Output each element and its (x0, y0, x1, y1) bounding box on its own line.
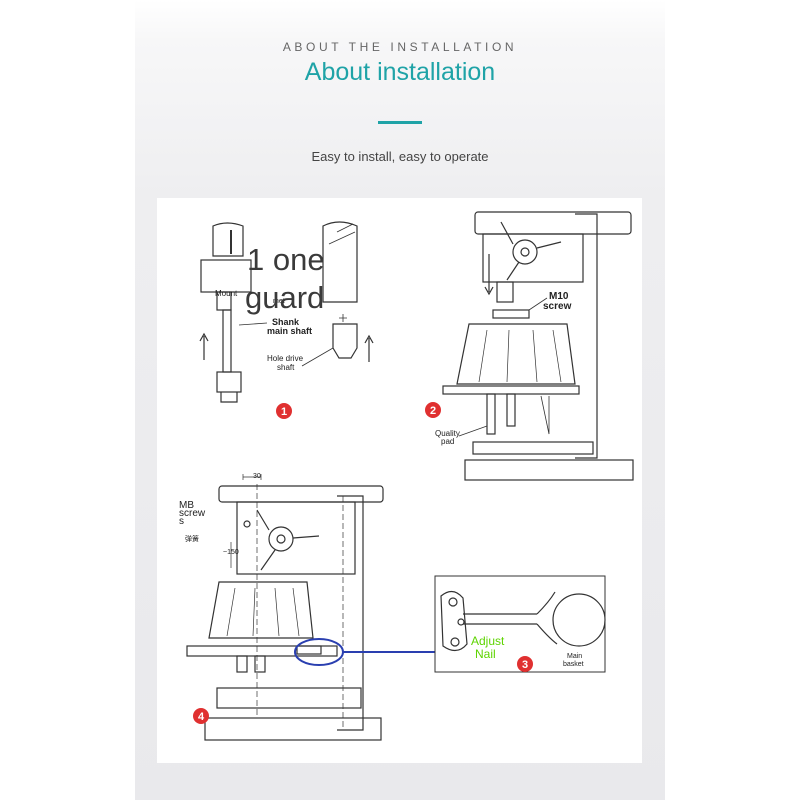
fig4-adjust-nail (296, 645, 322, 655)
fig3-main-basket (552, 593, 606, 647)
fig4-feed-hub-center (276, 534, 286, 544)
fig2-quality-label: Quality (435, 429, 460, 438)
fig1-shaft-label: shaft (277, 363, 295, 372)
fig1-left-spindle-top (212, 222, 244, 257)
overlay-text-line-2: guard (245, 280, 324, 315)
fig4-mb-label: MB (179, 500, 194, 511)
fig2-leader-screw (528, 297, 548, 311)
adjust-nail-highlight (294, 638, 344, 666)
fig4-guard-body (208, 581, 314, 639)
fig2-down-arrow (484, 254, 494, 296)
installation-diagram-card: Mount met Shank main shaft Hole drive sh… (157, 198, 642, 763)
fig4-post-right (254, 655, 266, 673)
fig4-dim-30: 30 (253, 473, 261, 480)
fig1-shank-tip (220, 392, 238, 403)
fig4-dim-150: ~150 (223, 549, 239, 556)
fig2-head-top (474, 211, 632, 235)
fig1-leader-hole-drive (301, 347, 334, 367)
fig3-nail-label: Nail (475, 647, 496, 661)
fig2-m10-label: M10 (549, 291, 569, 302)
fig2-bracket (540, 395, 550, 435)
fig1-number-marker (276, 403, 292, 419)
fig1-mount-label: Mount (215, 289, 238, 298)
fig1-up-arrow-right (364, 334, 374, 362)
fig2-number-marker (425, 402, 441, 418)
fig1-right-hatch (328, 223, 356, 245)
fig4-base (204, 717, 382, 741)
fig4-head-body (236, 501, 356, 575)
fig2-post-left (486, 393, 496, 435)
fig2-spindle (496, 281, 514, 303)
fig4-screw-label: screw (179, 508, 206, 519)
fig1-number: 1 (281, 406, 287, 418)
fig2-m10-screw-plate (492, 309, 530, 319)
installation-diagram: Mount met Shank main shaft Hole drive sh… (179, 211, 634, 741)
figure-2-drill-head: M10 screw Quality pad 2 (425, 211, 634, 481)
fig1-hole-drive-label: Hole drive (267, 354, 304, 363)
figure-4-full-press: 30 ~150 弹簧 MB screw s 4 (179, 473, 384, 741)
fig1-right-spindle (322, 221, 358, 303)
fig3-arm (463, 613, 537, 625)
fig1-mount-block (200, 259, 252, 293)
section-subtitle: Easy to install, easy to operate (311, 149, 489, 164)
fig2-number: 2 (430, 405, 436, 417)
fig2-feed-hub (512, 239, 538, 265)
fig2-feed-handles (500, 221, 562, 281)
fig3-bolt-middle (457, 618, 465, 626)
fig3-bolt-bottom (450, 637, 460, 647)
fig2-table (472, 441, 594, 455)
fig4-s-label: s (179, 516, 184, 527)
fig2-pad-label: pad (441, 437, 454, 446)
fig2-guard-body (456, 323, 576, 385)
fig3-number-marker (517, 656, 533, 672)
fig2-post-right (506, 393, 516, 427)
fig3-bracket-plate (440, 590, 468, 652)
fig4-mb-screw-dot (243, 520, 251, 528)
section-eyebrow: ABOUT THE INSTALLATION (282, 40, 518, 54)
fig3-bolt-top (448, 597, 458, 607)
fig2-leader-pad (458, 425, 488, 437)
fig4-feed-hub (268, 526, 294, 552)
fig3-arm-fork (536, 591, 558, 645)
fig1-up-arrow-left (199, 332, 209, 360)
fig4-dim-30-line (242, 474, 262, 480)
fig3-main-label: Main (567, 653, 582, 660)
fig1-shank-head (216, 371, 242, 393)
fig1-main-shaft-label: main shaft (267, 326, 312, 336)
fig2-guard-ribs (478, 329, 562, 383)
figure-3-adjust-nail-detail: Adjust Nail Main basket 3 (434, 575, 606, 673)
fig2-guard-base-bar (442, 385, 580, 395)
fig4-feed-handles (256, 509, 320, 571)
fig3-adjust-label: Adjust (471, 634, 505, 648)
section-title: About installation (304, 58, 496, 86)
fig3-number: 3 (522, 659, 528, 671)
fig4-post-left (236, 655, 248, 673)
fig1-main-shaft (222, 309, 232, 373)
fig1-alignment-mark (339, 314, 347, 322)
fig3-basket-label: basket (563, 661, 584, 668)
fig2-column (575, 213, 598, 459)
figure-1-shank-assembly: Mount met Shank main shaft Hole drive sh… (199, 221, 374, 419)
fig1-shank-label: Shank (272, 317, 300, 327)
overlay-text-line-1: 1 one (247, 242, 325, 277)
fig1-hole-drive-shaft (332, 323, 358, 359)
fig2-feed-hub-center (520, 247, 530, 257)
fig4-guard-ribs (226, 587, 300, 637)
fig1-leader-shank (238, 322, 268, 326)
fig4-head-top (218, 485, 384, 503)
fig4-column (337, 495, 364, 731)
fig4-number: 4 (198, 711, 205, 723)
title-underline (378, 121, 422, 124)
fig4-spring-label: 弹簧 (185, 534, 199, 543)
fig2-head-body (482, 233, 584, 283)
fig2-screw-label: screw (543, 301, 572, 312)
fig2-base (464, 459, 634, 481)
fig1-met-label: met (273, 298, 285, 305)
fig4-number-marker (193, 708, 209, 724)
fig4-table (216, 687, 362, 709)
